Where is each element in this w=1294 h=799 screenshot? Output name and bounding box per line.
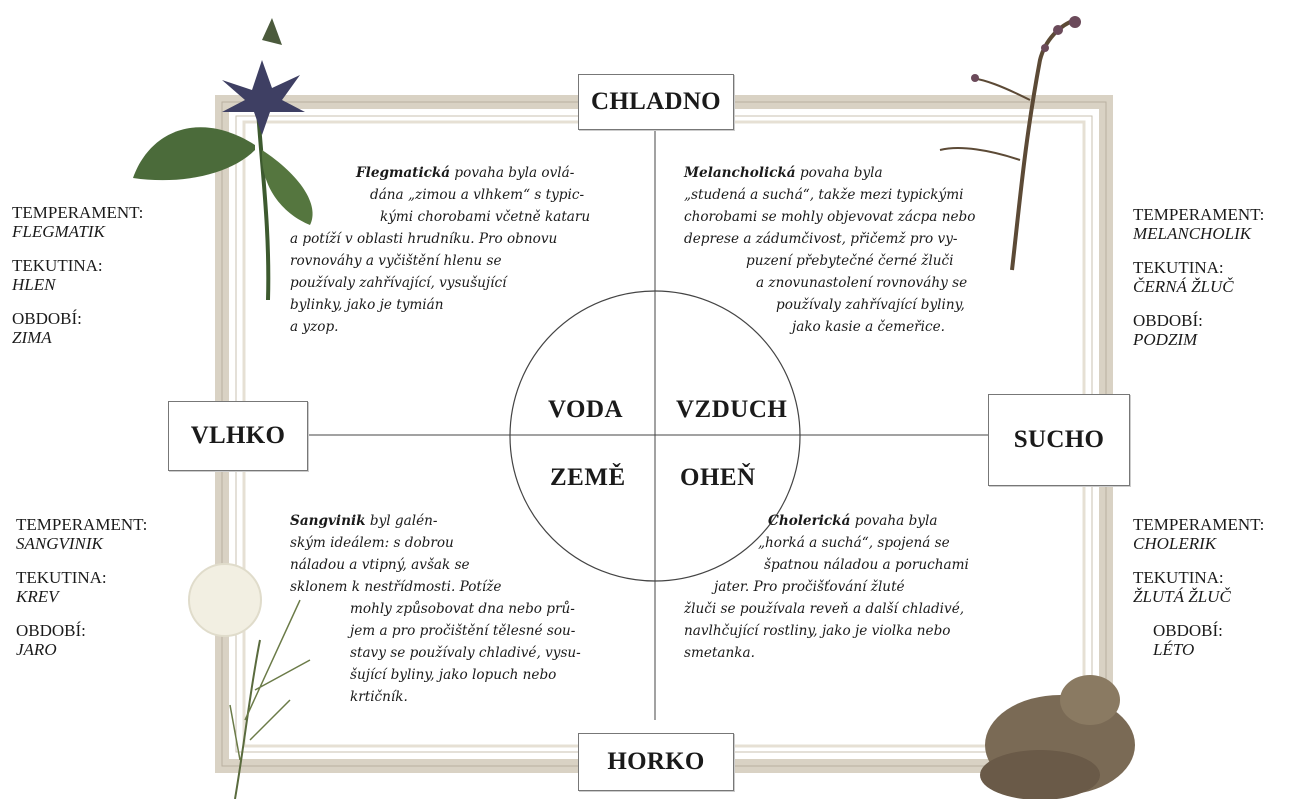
axis-hot-label: HORKO: [607, 748, 705, 775]
season-value: JARO: [16, 640, 57, 659]
elements-circle: [509, 290, 801, 582]
paragraph-bold-term: Flegmatická: [356, 165, 451, 181]
paragraph-bold-term: Sangvinik: [290, 513, 366, 529]
paragraph-line: jater. Pro pročišťování žluté: [714, 579, 905, 595]
paragraph-line: a yzop.: [290, 319, 339, 335]
fluid-value: HLEN: [12, 275, 56, 294]
paragraph-line: používaly zahřívající, vysušující: [290, 275, 507, 291]
paragraph-line: „studená a suchá“, takže mezi typickými: [684, 187, 964, 203]
paragraph-line: a znovunastolení rovnováhy se: [756, 275, 968, 291]
paragraph-line: byl galén-: [365, 513, 438, 529]
paragraph-line: „horká a suchá“, spojená se: [758, 535, 950, 551]
fluid-label: TEKUTINA:: [12, 256, 103, 275]
paragraph-line: ským ideálem: s dobrou: [290, 535, 454, 551]
element-water: VODA: [548, 396, 624, 423]
flegmatic-paragraph: Flegmatická povaha byla ovlá- dána „zimo…: [290, 162, 590, 338]
paragraph-line: bylinky, jako je tymián: [290, 297, 444, 313]
axis-cold-box: CHLADNO: [578, 74, 734, 130]
axis-wet-label: VLHKO: [190, 422, 286, 449]
season-value: ZIMA: [12, 328, 52, 347]
temperament-label: TEMPERAMENT:: [12, 203, 144, 222]
paragraph-line: chorobami se mohly objevovat zácpa nebo: [684, 209, 976, 225]
paragraph-line: puzení přebytečné černé žluči: [746, 253, 954, 269]
paragraph-bold-term: Melancholická: [684, 165, 796, 181]
axis-wet-box: VLHKO: [168, 401, 308, 471]
paragraph-line: jem a pro pročištění tělesné sou-: [350, 623, 576, 639]
paragraph-line: deprese a zádumčivost, přičemž pro vy-: [684, 231, 958, 247]
paragraph-line: šující byliny, jako lopuch nebo: [350, 667, 557, 683]
paragraph-line: a potíží v oblasti hrudníku. Pro obnovu: [290, 231, 558, 247]
temperament-value: SANGVINIK: [16, 534, 103, 553]
paragraph-line: smetanka.: [684, 645, 755, 661]
paragraph-line: rovnováhy a vyčištění hlenu se: [290, 253, 502, 269]
axis-hot-box: HORKO: [578, 733, 734, 791]
plant-bottom-left-illustration: [188, 563, 311, 799]
temperament-value: MELANCHOLIK: [1133, 224, 1252, 243]
paragraph-line: náladou a vtipný, avšak se: [290, 557, 470, 573]
choleric-sidebar: TEMPERAMENT: CHOLERIK TEKUTINA: ŽLUTÁ ŽL…: [1133, 515, 1264, 674]
plant-top-right-illustration: [939, 16, 1081, 271]
paragraph-line: povaha byla: [795, 165, 883, 181]
paragraph-line: používaly zahřívající byliny,: [776, 297, 965, 313]
paragraph-line: povaha byla: [850, 513, 938, 529]
sanguine-sidebar: TEMPERAMENT: SANGVINIK TEKUTINA: KREV OB…: [16, 515, 147, 674]
paragraph-line: jako kasie a čemeřice.: [792, 319, 945, 335]
season-label: OBDOBÍ:: [12, 309, 82, 328]
axis-dry-box: SUCHO: [988, 394, 1130, 486]
element-earth: ZEMĚ: [550, 464, 626, 491]
fluid-value: ČERNÁ ŽLUČ: [1133, 277, 1234, 296]
melancholic-sidebar: TEMPERAMENT: MELANCHOLIK TEKUTINA: ČERNÁ…: [1133, 205, 1264, 364]
axis-dry-label: SUCHO: [1013, 426, 1105, 453]
flegmatic-sidebar: TEMPERAMENT: FLEGMATIK TEKUTINA: HLEN OB…: [12, 203, 143, 362]
paragraph-line: dána „zimou a vlhkem“ s typic-: [370, 187, 585, 203]
axis-cold-label: CHLADNO: [591, 88, 721, 115]
paragraph-line: krtičník.: [350, 689, 408, 705]
element-air: VZDUCH: [676, 396, 788, 423]
fluid-label: TEKUTINA:: [1133, 258, 1224, 277]
paragraph-line: povaha byla ovlá-: [450, 165, 575, 181]
paragraph-line: žluči se používala reveň a další chladiv…: [684, 601, 965, 617]
fluid-value: KREV: [16, 587, 59, 606]
element-fire: OHEŇ: [680, 464, 756, 491]
season-value: LÉTO: [1153, 640, 1195, 659]
melancholic-paragraph: Melancholická povaha byla „studená a suc…: [684, 162, 975, 338]
fluid-label: TEKUTINA:: [16, 568, 107, 587]
sanguine-paragraph: Sangvinik byl galén- ským ideálem: s dob…: [290, 510, 581, 708]
seeds-bottom-right-illustration: [980, 675, 1135, 799]
season-label: OBDOBÍ:: [1153, 621, 1223, 640]
season-value: PODZIM: [1133, 330, 1198, 349]
paragraph-line: navlhčující rostliny, jako je violka neb…: [684, 623, 951, 639]
paragraph-line: sklonem k nestřídmosti. Potíže: [290, 579, 502, 595]
temperament-value: FLEGMATIK: [12, 222, 105, 241]
temperament-label: TEMPERAMENT:: [1133, 515, 1265, 534]
season-label: OBDOBÍ:: [1133, 311, 1203, 330]
paragraph-line: kými chorobami včetně kataru: [380, 209, 591, 225]
plant-top-left-illustration: [133, 18, 313, 301]
temperament-value: CHOLERIK: [1133, 534, 1217, 553]
temperament-label: TEMPERAMENT:: [16, 515, 148, 534]
paragraph-line: špatnou náladou a poruchami: [764, 557, 969, 573]
fluid-value: ŽLUTÁ ŽLUČ: [1133, 587, 1231, 606]
paragraph-bold-term: Cholerická: [768, 513, 851, 529]
temperament-label: TEMPERAMENT:: [1133, 205, 1265, 224]
paragraph-line: mohly způsobovat dna nebo prů-: [350, 601, 575, 617]
paragraph-line: stavy se používaly chladivé, vysu-: [350, 645, 581, 661]
fluid-label: TEKUTINA:: [1133, 568, 1224, 587]
season-label: OBDOBÍ:: [16, 621, 86, 640]
choleric-paragraph: Cholerická povaha byla „horká a suchá“, …: [684, 510, 969, 664]
